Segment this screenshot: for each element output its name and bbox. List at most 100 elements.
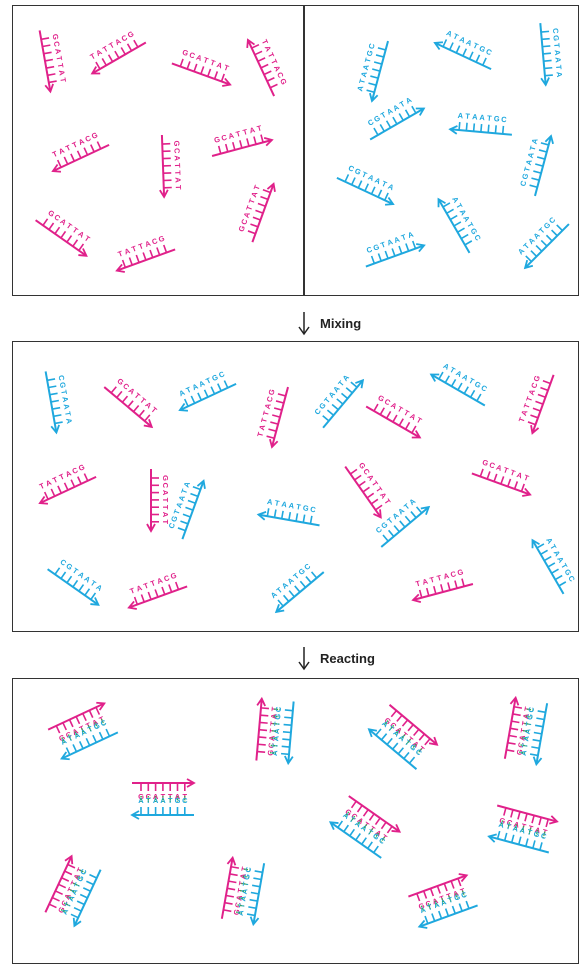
svg-text:A: A <box>173 177 182 183</box>
cyan-strand-backbone: CGTAATA <box>309 368 366 430</box>
svg-text:T: T <box>528 144 538 151</box>
svg-text:A: A <box>341 373 352 383</box>
svg-text:T: T <box>242 127 249 137</box>
svg-text:T: T <box>465 112 471 121</box>
svg-text:C: C <box>161 483 170 489</box>
svg-text:C: C <box>99 718 108 729</box>
magenta-strand-backbone: TATTACG <box>244 32 291 98</box>
cyan-strand-backbone: ATAATGC <box>172 367 238 414</box>
svg-text:A: A <box>355 84 365 92</box>
svg-text:C: C <box>367 42 377 50</box>
magenta-strand-backbone: TATTACG <box>254 382 292 448</box>
after-mixing-panel: GCATTATTATTACGGCATTATTATTACGTATTACGGCATT… <box>12 341 579 632</box>
svg-text:A: A <box>288 501 295 511</box>
cyan-strand: CGTAATA <box>335 161 401 208</box>
svg-text:A: A <box>173 155 182 161</box>
cyan-strand: CGTAATA <box>359 228 425 271</box>
down-arrow-icon <box>297 645 311 671</box>
svg-text:C: C <box>485 47 494 58</box>
magenta-strand: TATTACG <box>244 32 291 98</box>
svg-text:A: A <box>553 50 562 57</box>
magenta-strand: GCATTAT <box>147 469 170 531</box>
magenta-strand: TATTACG <box>110 232 176 275</box>
dna-duplex: GCATTATATAATGC <box>132 779 194 819</box>
magenta-strand: TATTACG <box>83 26 148 77</box>
svg-text:C: C <box>52 41 62 48</box>
svg-text:T: T <box>56 63 66 69</box>
magenta-strand-backbone: TATTACG <box>408 566 474 604</box>
before-mixing-panel: GCATTATTATTACGGCATTATTATTACGTATTACGGCATT… <box>12 5 579 296</box>
cyan-strand: ATAATGC <box>435 190 486 255</box>
after-reacting-panel: GCATTATATAATGC GCATTATATAATGC GCATTATATAAT… <box>12 678 579 964</box>
svg-text:T: T <box>502 465 510 475</box>
svg-text:T: T <box>487 113 493 122</box>
svg-text:T: T <box>274 498 280 508</box>
svg-text:A: A <box>472 112 479 121</box>
magenta-strand: GCATTAT <box>171 46 237 89</box>
cyan-strand-backbone: ATAATGC <box>429 358 494 409</box>
svg-text:A: A <box>227 131 235 141</box>
dna-duplex: GCATTATATAATGC <box>252 698 297 763</box>
reacting-label: Reacting <box>320 651 375 666</box>
svg-text:A: A <box>407 496 417 507</box>
cyan-strand-backbone: ATAATGC <box>258 496 323 529</box>
svg-text:T: T <box>173 163 182 168</box>
magenta-strand: GCATTAT <box>207 122 273 160</box>
cyan-strand-backbone: ATAATGC <box>529 531 578 596</box>
cyan-strand-backbone: ATAATGC <box>512 211 572 271</box>
svg-text:G: G <box>58 381 68 388</box>
svg-text:G: G <box>172 140 181 146</box>
svg-text:A: A <box>526 151 536 159</box>
svg-text:A: A <box>62 403 72 410</box>
svg-text:G: G <box>267 388 277 396</box>
mixing-step: Mixing <box>297 310 361 336</box>
magenta-strand: GCATTAT <box>102 373 164 430</box>
svg-text:G: G <box>520 172 530 180</box>
svg-text:A: A <box>257 423 267 431</box>
svg-text:T: T <box>522 402 532 410</box>
magenta-strand-backbone: GCATTAT <box>342 456 396 520</box>
svg-text:A: A <box>161 490 170 496</box>
svg-text:T: T <box>256 123 263 133</box>
svg-text:T: T <box>130 244 138 254</box>
svg-text:T: T <box>415 415 424 425</box>
svg-text:G: G <box>551 35 560 42</box>
reacting-step: Reacting <box>297 645 375 671</box>
svg-text:C: C <box>501 115 508 124</box>
svg-text:A: A <box>266 497 273 507</box>
svg-text:T: T <box>522 166 532 173</box>
svg-text:T: T <box>59 389 69 395</box>
dna-duplex: GCATTATATAATGC <box>501 697 551 765</box>
down-arrow-icon <box>297 310 311 336</box>
svg-text:A: A <box>361 63 371 71</box>
magenta-strand-backbone: GCATTAT <box>158 134 183 197</box>
magenta-strand-backbone: TATTACG <box>110 232 176 275</box>
cyan-strand: ATAATGC <box>354 36 392 102</box>
svg-text:A: A <box>248 125 256 135</box>
svg-text:G: G <box>169 571 178 582</box>
svg-text:C: C <box>172 148 181 154</box>
mixed-strands-scene: GCATTATTATTACGGCATTATTATTACGTATTACGGCATT… <box>13 342 578 631</box>
svg-text:C: C <box>78 867 89 876</box>
svg-text:T: T <box>554 64 563 70</box>
svg-text:T: T <box>415 579 422 589</box>
svg-text:A: A <box>479 113 486 122</box>
svg-text:T: T <box>161 498 170 503</box>
svg-text:T: T <box>161 505 170 510</box>
magenta-strand: TATTACG <box>45 128 111 175</box>
magenta-strand-backbone: GCATTAT <box>147 469 170 531</box>
svg-text:T: T <box>261 410 271 417</box>
svg-text:T: T <box>173 170 182 175</box>
svg-text:A: A <box>406 230 415 241</box>
cyan-strand-backbone: CGTAATA <box>335 161 401 208</box>
magenta-strand: TATTACG <box>32 460 98 507</box>
